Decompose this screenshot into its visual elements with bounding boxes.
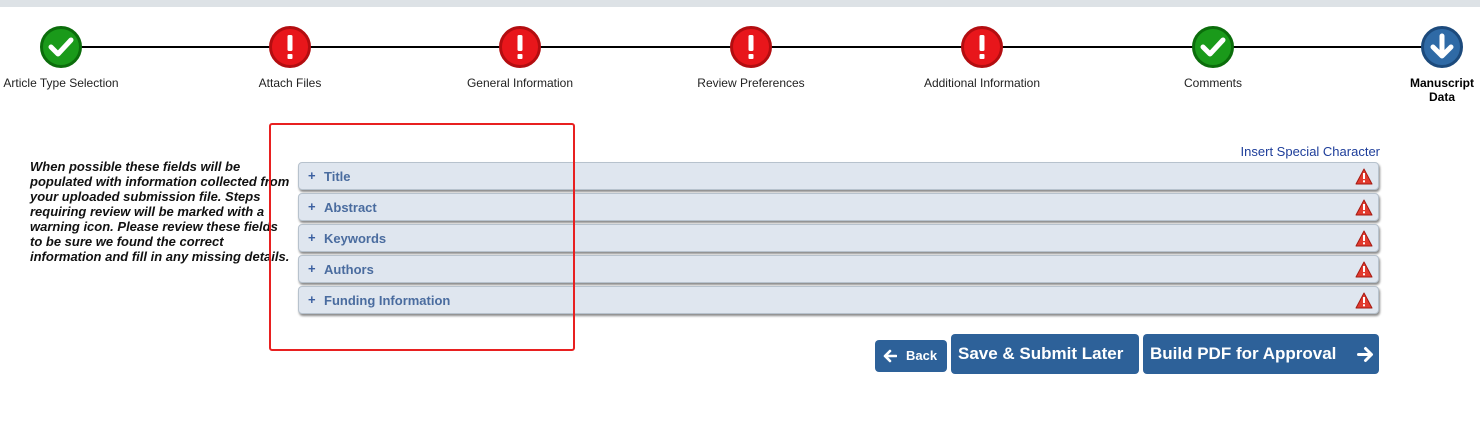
warning-icon <box>1355 230 1373 247</box>
step-article-type-selection[interactable]: Article Type Selection <box>1 26 121 90</box>
step-general-information[interactable]: General Information <box>460 26 580 90</box>
section-label: Keywords <box>324 231 387 246</box>
expand-icon: + <box>308 292 316 307</box>
section-funding-information[interactable]: + Funding Information <box>298 286 1379 314</box>
section-label: Title <box>324 169 351 184</box>
back-label: Back <box>906 348 938 363</box>
step-review-preferences[interactable]: Review Preferences <box>691 26 811 90</box>
expand-icon: + <box>308 199 316 214</box>
step-label: Review Preferences <box>697 76 805 90</box>
exclamation-icon <box>961 26 1003 68</box>
save-submit-later-button[interactable]: Save & Submit Later <box>951 334 1139 374</box>
step-additional-information[interactable]: Additional Information <box>922 26 1042 90</box>
arrow-left-icon <box>883 349 897 363</box>
warning-icon <box>1355 168 1373 185</box>
step-label: Additional Information <box>923 76 1041 90</box>
exclamation-icon <box>730 26 772 68</box>
step-label: Attach Files <box>258 76 322 90</box>
check-icon <box>40 26 82 68</box>
expand-icon: + <box>308 168 316 183</box>
back-button[interactable]: Back <box>875 340 947 372</box>
arrow-down-icon <box>1421 26 1463 68</box>
build-pdf-button[interactable]: Build PDF for Approval <box>1143 334 1379 374</box>
build-pdf-label: Build PDF for Approval <box>1150 344 1337 363</box>
warning-icon <box>1355 292 1373 309</box>
step-label: Manuscript Data <box>1409 76 1474 104</box>
step-label: General Information <box>466 76 574 90</box>
check-icon <box>1192 26 1234 68</box>
exclamation-icon <box>269 26 311 68</box>
save-label: Save & Submit Later <box>958 344 1124 363</box>
section-label: Authors <box>324 262 374 277</box>
arrow-right-icon <box>1357 347 1373 362</box>
help-text: When possible these fields will be popul… <box>30 159 290 264</box>
warning-icon <box>1355 261 1373 278</box>
expand-icon: + <box>308 230 316 245</box>
section-title[interactable]: + Title <box>298 162 1379 190</box>
expand-icon: + <box>308 261 316 276</box>
section-label: Abstract <box>324 200 377 215</box>
exclamation-icon <box>499 26 541 68</box>
section-authors[interactable]: + Authors <box>298 255 1379 283</box>
section-label: Funding Information <box>324 293 451 308</box>
top-bar <box>0 0 1480 7</box>
step-label: Comments <box>1183 76 1242 90</box>
section-abstract[interactable]: + Abstract <box>298 193 1379 221</box>
warning-icon <box>1355 199 1373 216</box>
section-keywords[interactable]: + Keywords <box>298 224 1379 252</box>
insert-special-character-link[interactable]: Insert Special Character <box>1240 144 1380 159</box>
step-label: Article Type Selection <box>3 76 119 90</box>
step-comments[interactable]: Comments <box>1153 26 1273 90</box>
step-attach-files[interactable]: Attach Files <box>230 26 350 90</box>
step-manuscript-data[interactable]: Manuscript Data <box>1397 26 1480 104</box>
